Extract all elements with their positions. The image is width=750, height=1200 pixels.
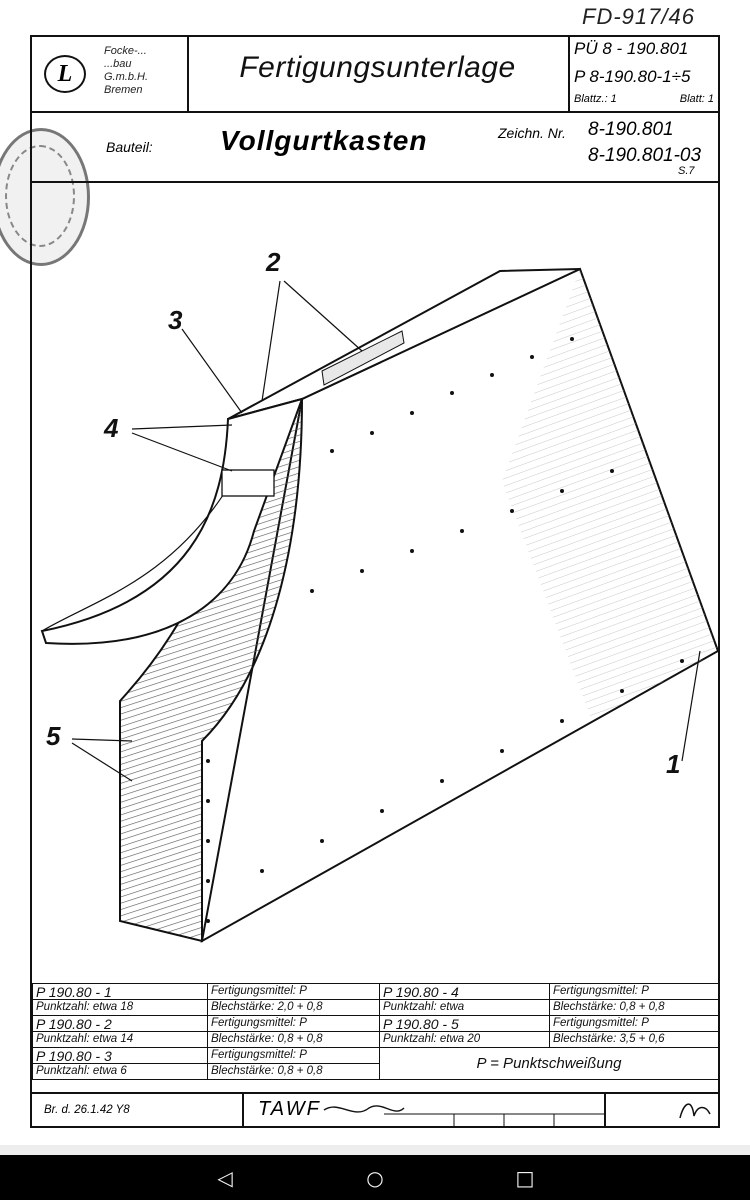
logo-cell: L Focke-... ...bau G.m.b.H. Bremen bbox=[32, 37, 189, 111]
part-3-id: P 190.80 - 3 bbox=[32, 1047, 208, 1064]
drawing-number-1: 8-190.801 bbox=[588, 119, 674, 140]
drawing-number-sheet: S.7 bbox=[678, 165, 695, 177]
drawing-number-label: Zeichn. Nr. bbox=[498, 125, 566, 141]
document-page: FD-917/46 L Focke-... ...bau G.m.b.H. Br… bbox=[0, 0, 750, 1145]
callout-5: 5 bbox=[46, 721, 61, 751]
home-button[interactable]: ○ bbox=[366, 1166, 384, 1190]
part-name: Vollgurtkasten bbox=[220, 125, 428, 156]
org-code: TAWF bbox=[258, 1098, 321, 1120]
part-4-id: P 190.80 - 4 bbox=[379, 983, 550, 1000]
legend-cell: P = Punktschweißung bbox=[379, 1047, 719, 1080]
sheet-number: Blatt: 1 bbox=[679, 93, 714, 105]
header-row-part: Bauteil: Vollgurtkasten Zeichn. Nr. 8-19… bbox=[32, 111, 718, 183]
drawing-date: Br. d. 26.1.42 Y8 bbox=[44, 1104, 130, 1116]
reference-number-2: P 8-190.80-1÷5 bbox=[574, 67, 691, 86]
archive-note: FD-917/46 bbox=[582, 4, 695, 29]
title-cell: Fertigungsunterlage bbox=[187, 37, 570, 111]
drawing-number-2: 8-190.801-03 bbox=[588, 145, 702, 166]
callout-4: 4 bbox=[104, 413, 119, 443]
table-row: Punktzahl: etwa 14 Blechstärke: 0,8 + 0,… bbox=[32, 1031, 719, 1048]
footer-row: Br. d. 26.1.42 Y8 TAWF bbox=[32, 1092, 718, 1128]
table-row: P 190.80 - 2 Fertigungsmittel: P P 190.8… bbox=[32, 1015, 719, 1032]
table-row: Punktzahl: etwa 18 Blechstärke: 2,0 + 0,… bbox=[32, 999, 719, 1016]
part-5-id: P 190.80 - 5 bbox=[379, 1015, 550, 1032]
callout-3: 3 bbox=[168, 305, 183, 335]
org-cell: TAWF bbox=[242, 1094, 606, 1128]
company-name: Focke-... ...bau G.m.b.H. Bremen bbox=[104, 45, 149, 96]
reference-cell: PÜ 8 - 190.801 P 8-190.80-1÷5 Blattz.: 1… bbox=[568, 37, 718, 111]
callout-1: 1 bbox=[666, 749, 681, 779]
part-2-id: P 190.80 - 2 bbox=[32, 1015, 208, 1032]
system-nav-bar: ◁ ○ □ bbox=[0, 1155, 750, 1200]
callout-2: 2 bbox=[266, 247, 281, 277]
signature-strip bbox=[323, 1105, 604, 1128]
document-title: Fertigungsunterlage bbox=[239, 51, 516, 84]
rivet-rows bbox=[206, 337, 684, 923]
sheet-total: Blattz.: 1 bbox=[574, 93, 617, 105]
back-button[interactable]: ◁ bbox=[217, 1166, 233, 1190]
side-panel-shading bbox=[502, 269, 718, 721]
sheet-info: Blattz.: 1 Blatt: 1 bbox=[574, 93, 714, 105]
header-row-title: L Focke-... ...bau G.m.b.H. Bremen Ferti… bbox=[32, 37, 718, 113]
curved-flange bbox=[40, 397, 304, 645]
reference-number-1: PÜ 8 - 190.801 bbox=[574, 39, 689, 58]
table-row: Punktzahl: etwa 6 Blechstärke: 0,8 + 0,8 bbox=[32, 1063, 719, 1080]
top-strap bbox=[321, 330, 405, 386]
leader-lines bbox=[71, 280, 701, 782]
approval-signature bbox=[622, 1094, 718, 1128]
drawing-frame: L Focke-... ...bau G.m.b.H. Bremen Ferti… bbox=[30, 35, 720, 1128]
signature-mark bbox=[679, 1103, 711, 1119]
archive-stamp bbox=[0, 128, 90, 266]
part-label: Bauteil: bbox=[106, 139, 153, 155]
company-logo-icon: L bbox=[44, 55, 86, 93]
end-plate bbox=[221, 469, 275, 497]
table-row: P 190.80 - 3 Fertigungsmittel: P P = Pun… bbox=[32, 1047, 719, 1080]
part-1-id: P 190.80 - 1 bbox=[32, 983, 208, 1000]
table-row: P 190.80 - 1 Fertigungsmittel: P P 190.8… bbox=[32, 983, 719, 1000]
recents-button[interactable]: □ bbox=[515, 1166, 535, 1190]
technical-drawing: 2 3 4 5 1 bbox=[32, 181, 720, 983]
parts-table: P 190.80 - 1 Fertigungsmittel: P P 190.8… bbox=[32, 983, 719, 1080]
box-spar-illustration bbox=[40, 267, 720, 943]
